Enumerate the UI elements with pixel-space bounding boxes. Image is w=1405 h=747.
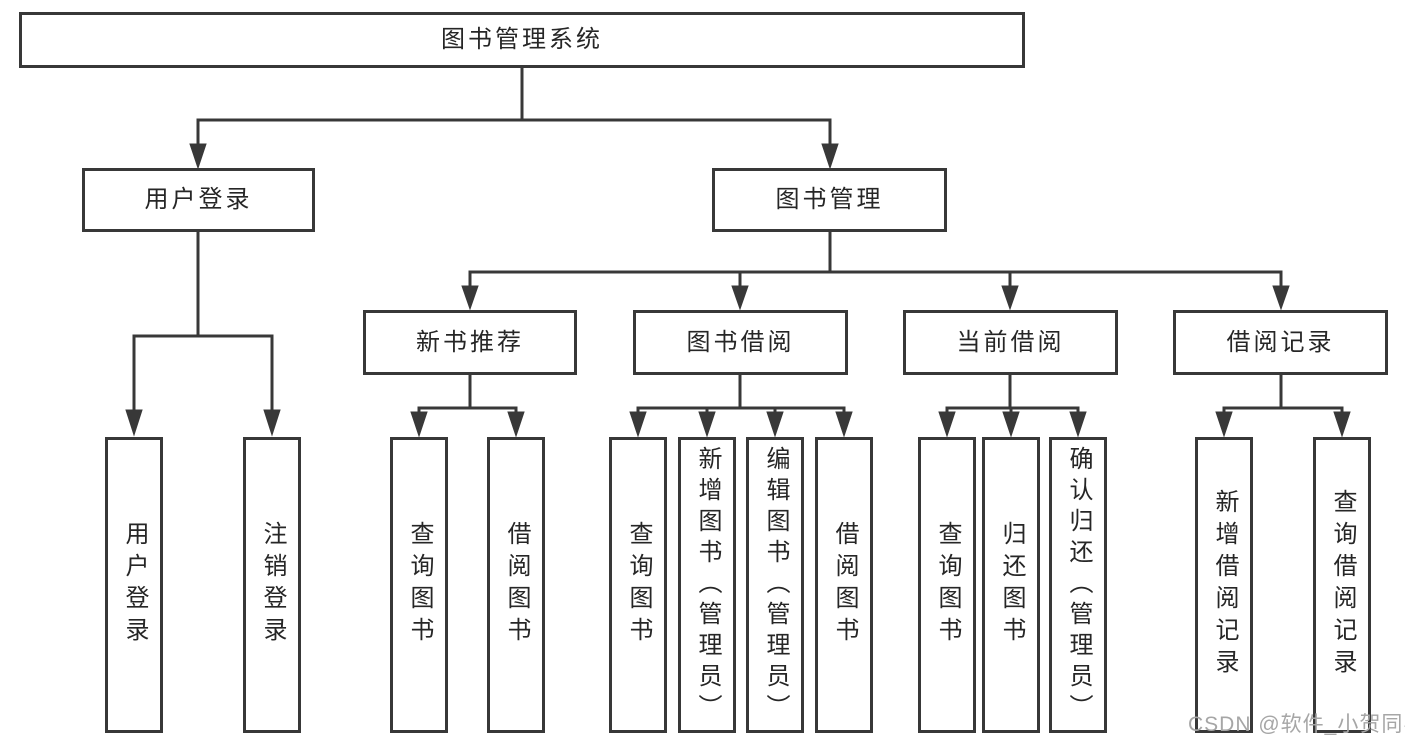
leaf-return-book: 归还图书 xyxy=(982,437,1040,733)
leaf-add-book-admin: 新增图书（管理员） xyxy=(678,437,736,733)
connector-user-login-children xyxy=(125,230,281,437)
leaf-add-borrow-record: 新增借阅记录 xyxy=(1195,437,1253,733)
connector-root-to-level2 xyxy=(189,66,839,170)
arrowhead-icon xyxy=(1215,411,1233,438)
node-borrowing-records: 借阅记录 xyxy=(1173,310,1388,375)
connector-current-borrow-children xyxy=(938,373,1087,438)
leaf-user-login: 用户登录 xyxy=(105,437,163,733)
arrowhead-icon xyxy=(263,409,281,437)
leaf-query-books-under-borrowing: 查询图书 xyxy=(609,437,667,733)
node-book-borrowing: 图书借阅 xyxy=(633,310,848,375)
arrowhead-icon xyxy=(1272,285,1290,311)
arrowhead-icon xyxy=(461,285,479,311)
leaf-borrow-books-under-borrowing: 借阅图书 xyxy=(815,437,873,733)
arrowhead-icon xyxy=(766,411,784,438)
connector-borrow-records-children xyxy=(1215,373,1351,438)
arrowhead-icon xyxy=(410,411,428,438)
node-user-login: 用户登录 xyxy=(82,168,315,232)
csdn-watermark: CSDN @软件_小贺同学 xyxy=(1188,713,1405,736)
connector-book-mgmt-children xyxy=(461,230,1290,311)
leaf-edit-book-admin: 编辑图书（管理员） xyxy=(746,437,804,733)
leaf-query-borrow-record: 查询借阅记录 xyxy=(1313,437,1371,733)
connector-new-book-rec-children xyxy=(410,373,525,438)
arrowhead-icon xyxy=(189,143,207,170)
node-current-borrowing: 当前借阅 xyxy=(903,310,1118,375)
arrowhead-icon xyxy=(835,411,853,438)
leaf-borrow-books-under-recommendation: 借阅图书 xyxy=(487,437,545,733)
arrowhead-icon xyxy=(821,143,839,170)
arrowhead-icon xyxy=(629,411,647,438)
node-new-book-recommendation: 新书推荐 xyxy=(363,310,577,375)
node-library-management-system: 图书管理系统 xyxy=(19,12,1025,68)
arrowhead-icon xyxy=(698,411,716,438)
leaf-logout: 注销登录 xyxy=(243,437,301,733)
arrowhead-icon xyxy=(1002,411,1020,438)
arrowhead-icon xyxy=(938,411,956,438)
node-book-management: 图书管理 xyxy=(712,168,947,232)
connector-book-borrow-children xyxy=(629,373,853,438)
arrowhead-icon xyxy=(1001,285,1019,311)
leaf-query-books-under-current: 查询图书 xyxy=(918,437,976,733)
arrowhead-icon xyxy=(731,285,749,311)
arrowhead-icon xyxy=(507,411,525,438)
arrowhead-icon xyxy=(1333,411,1351,438)
arrowhead-icon xyxy=(125,409,143,437)
leaf-confirm-return-admin: 确认归还（管理员） xyxy=(1049,437,1107,733)
arrowhead-icon xyxy=(1069,411,1087,438)
leaf-query-books-under-recommendation: 查询图书 xyxy=(390,437,448,733)
